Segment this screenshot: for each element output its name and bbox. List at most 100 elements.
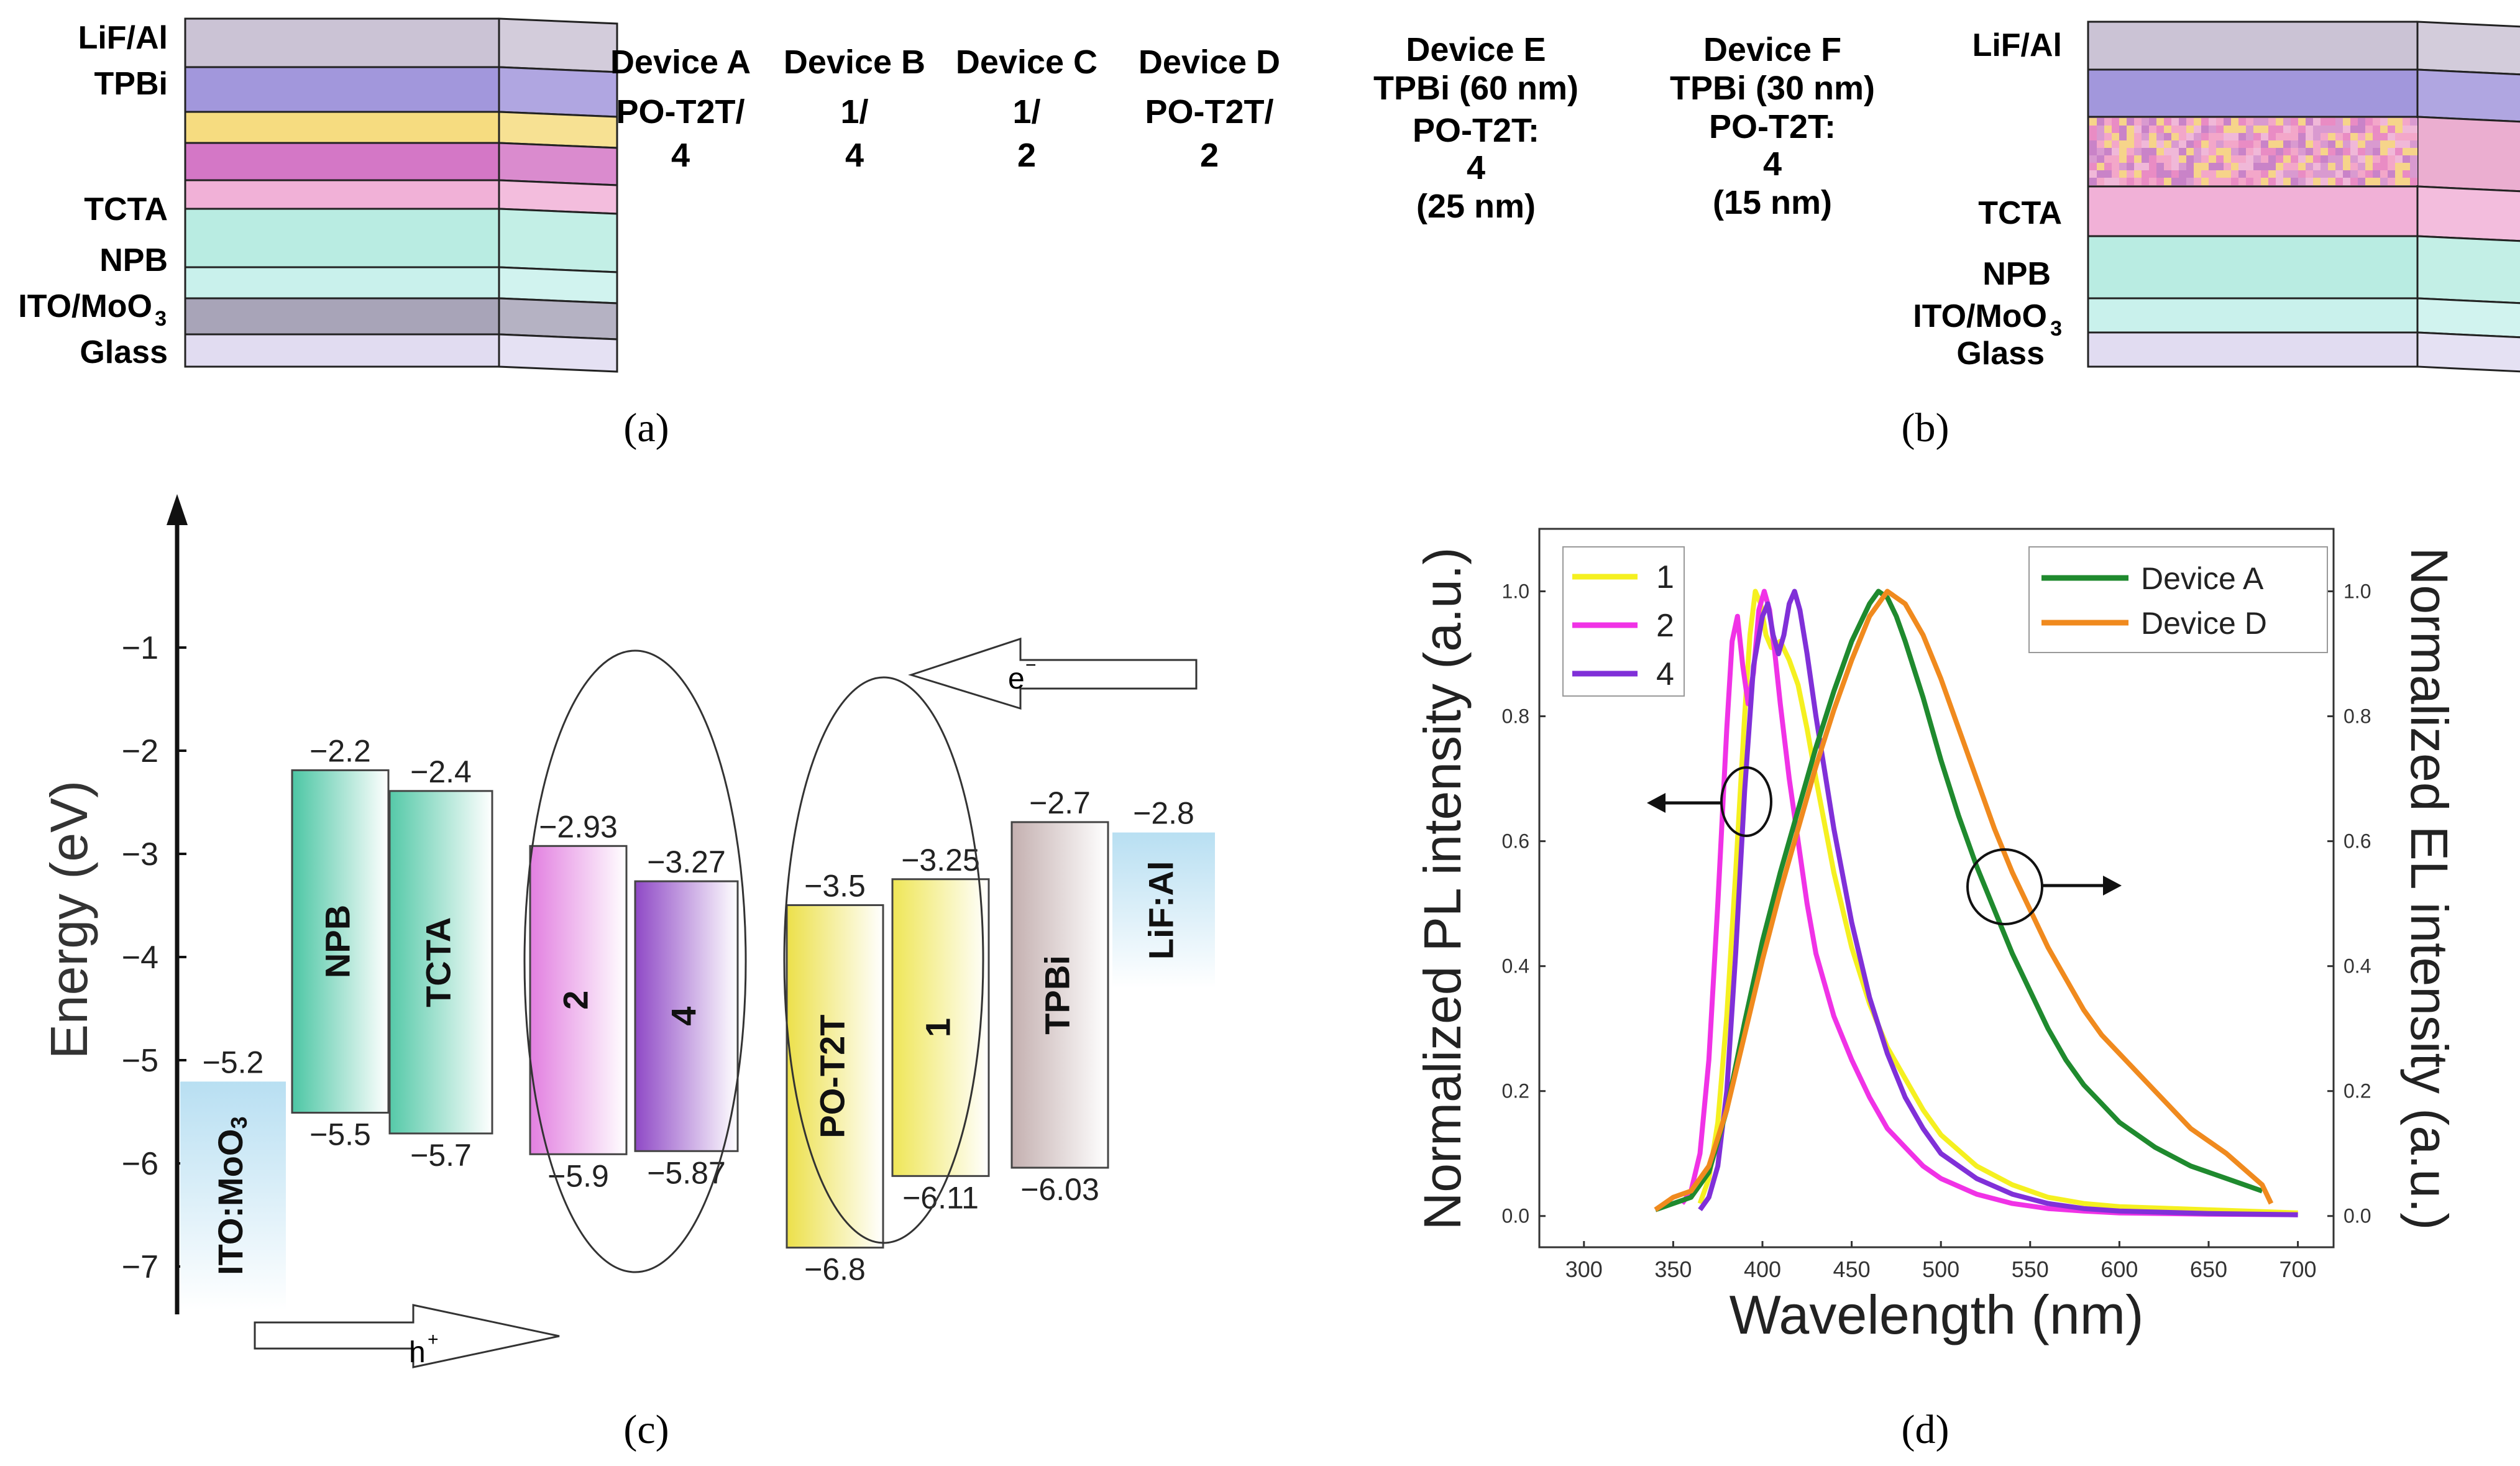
blend-pixel — [2373, 170, 2380, 178]
lumo-value: −3.27 — [647, 845, 726, 879]
blend-pixel — [2403, 148, 2410, 155]
blend-pixel — [2388, 155, 2395, 163]
energy-axis-arrowhead — [167, 494, 188, 525]
el-circle — [1966, 848, 2043, 925]
blend-pixel — [2410, 163, 2417, 170]
blend-pixel — [2268, 178, 2276, 185]
blend-pixel — [2321, 118, 2328, 126]
blend-pixel — [2104, 178, 2112, 185]
blend-pixel — [2380, 140, 2388, 148]
blend-pixel — [2238, 126, 2246, 133]
blend-pixel — [2216, 148, 2224, 155]
blend-pixel — [2410, 170, 2417, 178]
material-subscript: 3 — [226, 1116, 252, 1129]
device-f-name: Device F — [1703, 31, 1841, 68]
blend-pixel — [2194, 126, 2201, 133]
blend-pixel — [2171, 148, 2179, 155]
stack-a-layer-side — [498, 142, 618, 186]
ellipse-acceptors — [783, 676, 984, 1244]
blend-pixel — [2134, 140, 2142, 148]
lumo-value: −3.5 — [804, 869, 866, 904]
caption-d: (d) — [1902, 1407, 1950, 1452]
blend-pixel — [2179, 118, 2186, 126]
device-f-line3: 4 — [1763, 145, 1782, 183]
layer-labels-a: LiF/Al TPBi TCTA NPB ITO/MoO 3 Glass — [18, 20, 168, 370]
x-tick-label: 500 — [1922, 1257, 1959, 1282]
homo-value: −5.7 — [410, 1138, 472, 1173]
legend-left-label: 2 — [1656, 608, 1674, 644]
blend-pixel — [2179, 170, 2186, 178]
blend-pixel — [2127, 155, 2134, 163]
blend-pixel — [2112, 163, 2119, 170]
device-e-name: Device E — [1406, 31, 1546, 68]
blend-pixel — [2127, 140, 2134, 148]
lumo-value: −2.4 — [410, 754, 472, 789]
blend-pixel — [2246, 163, 2253, 170]
stack-b-layer-side — [2416, 331, 2520, 373]
blend-pixel — [2350, 148, 2358, 155]
blend-pixel — [2373, 126, 2380, 133]
stack-a-layer-front — [184, 208, 500, 268]
panel-c: −1−2−3−4−5−6−7 Energy (eV) ITO:MoO3−5.2N… — [40, 494, 1215, 1452]
blend-pixel — [2365, 155, 2373, 163]
blend-pixel — [2104, 148, 2112, 155]
blend-pixel — [2119, 133, 2127, 140]
y-tick-label: 0.2 — [1502, 1080, 1529, 1102]
blend-pixel — [2134, 170, 2142, 178]
blend-pixel — [2246, 155, 2253, 163]
blend-pixel — [2403, 118, 2410, 126]
blend-pixel — [2268, 148, 2276, 155]
device-f-line4: (15 nm) — [1713, 184, 1832, 221]
blend-pixel — [2291, 155, 2298, 163]
blend-pixel — [2194, 140, 2201, 148]
blend-pixel — [2112, 140, 2119, 148]
blend-pixel — [2335, 170, 2343, 178]
blend-pixel — [2328, 155, 2335, 163]
stack-a-layer-front — [184, 179, 500, 210]
blend-pixel — [2201, 133, 2209, 140]
y-tick-label: 0.8 — [1502, 705, 1529, 728]
blend-pixel — [2089, 133, 2097, 140]
blend-pixel — [2209, 126, 2216, 133]
layer-label-npb: NPB — [99, 242, 168, 278]
stack-a-layer-front — [184, 333, 500, 368]
blend-pixel — [2410, 148, 2417, 155]
blend-pixel — [2209, 140, 2216, 148]
blend-pixel — [2149, 126, 2156, 133]
legend-right-box — [2028, 546, 2328, 653]
blend-pixel — [2238, 178, 2246, 185]
blend-pixel — [2283, 170, 2291, 178]
blend-pixel — [2343, 140, 2350, 148]
blend-pixel — [2268, 118, 2276, 126]
blend-pixel — [2186, 148, 2194, 155]
hole-arrow: h + — [254, 1304, 560, 1369]
energy-box-4 — [634, 880, 739, 1152]
blend-pixel — [2291, 118, 2298, 126]
blend-pixel — [2089, 148, 2097, 155]
blend-pixel — [2089, 126, 2097, 133]
blend-pixel — [2104, 163, 2112, 170]
blend-pixel — [2306, 126, 2313, 133]
blend-pixel — [2209, 155, 2216, 163]
energy-box-1 — [891, 878, 990, 1177]
blend-pixel — [2261, 140, 2268, 148]
blend-pixel — [2298, 118, 2306, 126]
energy-tick-label: −6 — [122, 1146, 158, 1182]
blend-pixel — [2365, 118, 2373, 126]
device-a-line2: 4 — [671, 137, 690, 174]
blend-pixel — [2142, 170, 2149, 178]
blend-pixel — [2343, 126, 2350, 133]
blend-pixel — [2253, 178, 2261, 185]
material-label: 1 — [918, 1018, 957, 1037]
device-table-b: Device E TPBi (60 nm) PO-T2T: 4 (25 nm) … — [1373, 31, 1875, 225]
blend-pixel — [2186, 163, 2194, 170]
layer-label-ito-moo3: ITO/MoO — [18, 288, 152, 324]
energy-box-npb — [291, 769, 390, 1114]
blend-pixel — [2089, 140, 2097, 148]
blend-pixel — [2291, 163, 2298, 170]
y-ticks-left: 0.00.20.40.60.81.0 — [1502, 580, 1546, 1227]
plot-frame — [1538, 528, 2335, 1248]
blend-pixel — [2268, 163, 2276, 170]
blend-pixel — [2276, 178, 2283, 185]
electron-label: e — [1008, 662, 1025, 695]
